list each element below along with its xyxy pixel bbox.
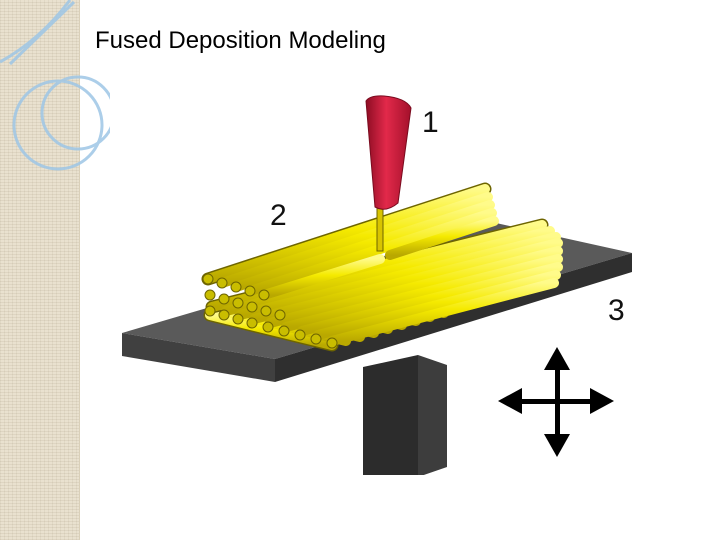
- fdm-diagram: 1 2 3: [122, 95, 632, 475]
- decorative-rings: [0, 0, 110, 171]
- filament-layer-top: [201, 182, 499, 300]
- callout-3: 3: [608, 294, 625, 327]
- side-panel: [0, 0, 80, 540]
- extrusion-nozzle: [365, 95, 412, 252]
- callout-2: 2: [270, 199, 287, 232]
- four-way-arrows-icon: [498, 347, 614, 457]
- filament-rod-ends: [202, 273, 338, 349]
- platform-support: [363, 355, 447, 475]
- page-title: Fused Deposition Modeling: [95, 27, 386, 54]
- callout-1: 1: [422, 106, 439, 139]
- deposited-filament-layers: [201, 182, 563, 352]
